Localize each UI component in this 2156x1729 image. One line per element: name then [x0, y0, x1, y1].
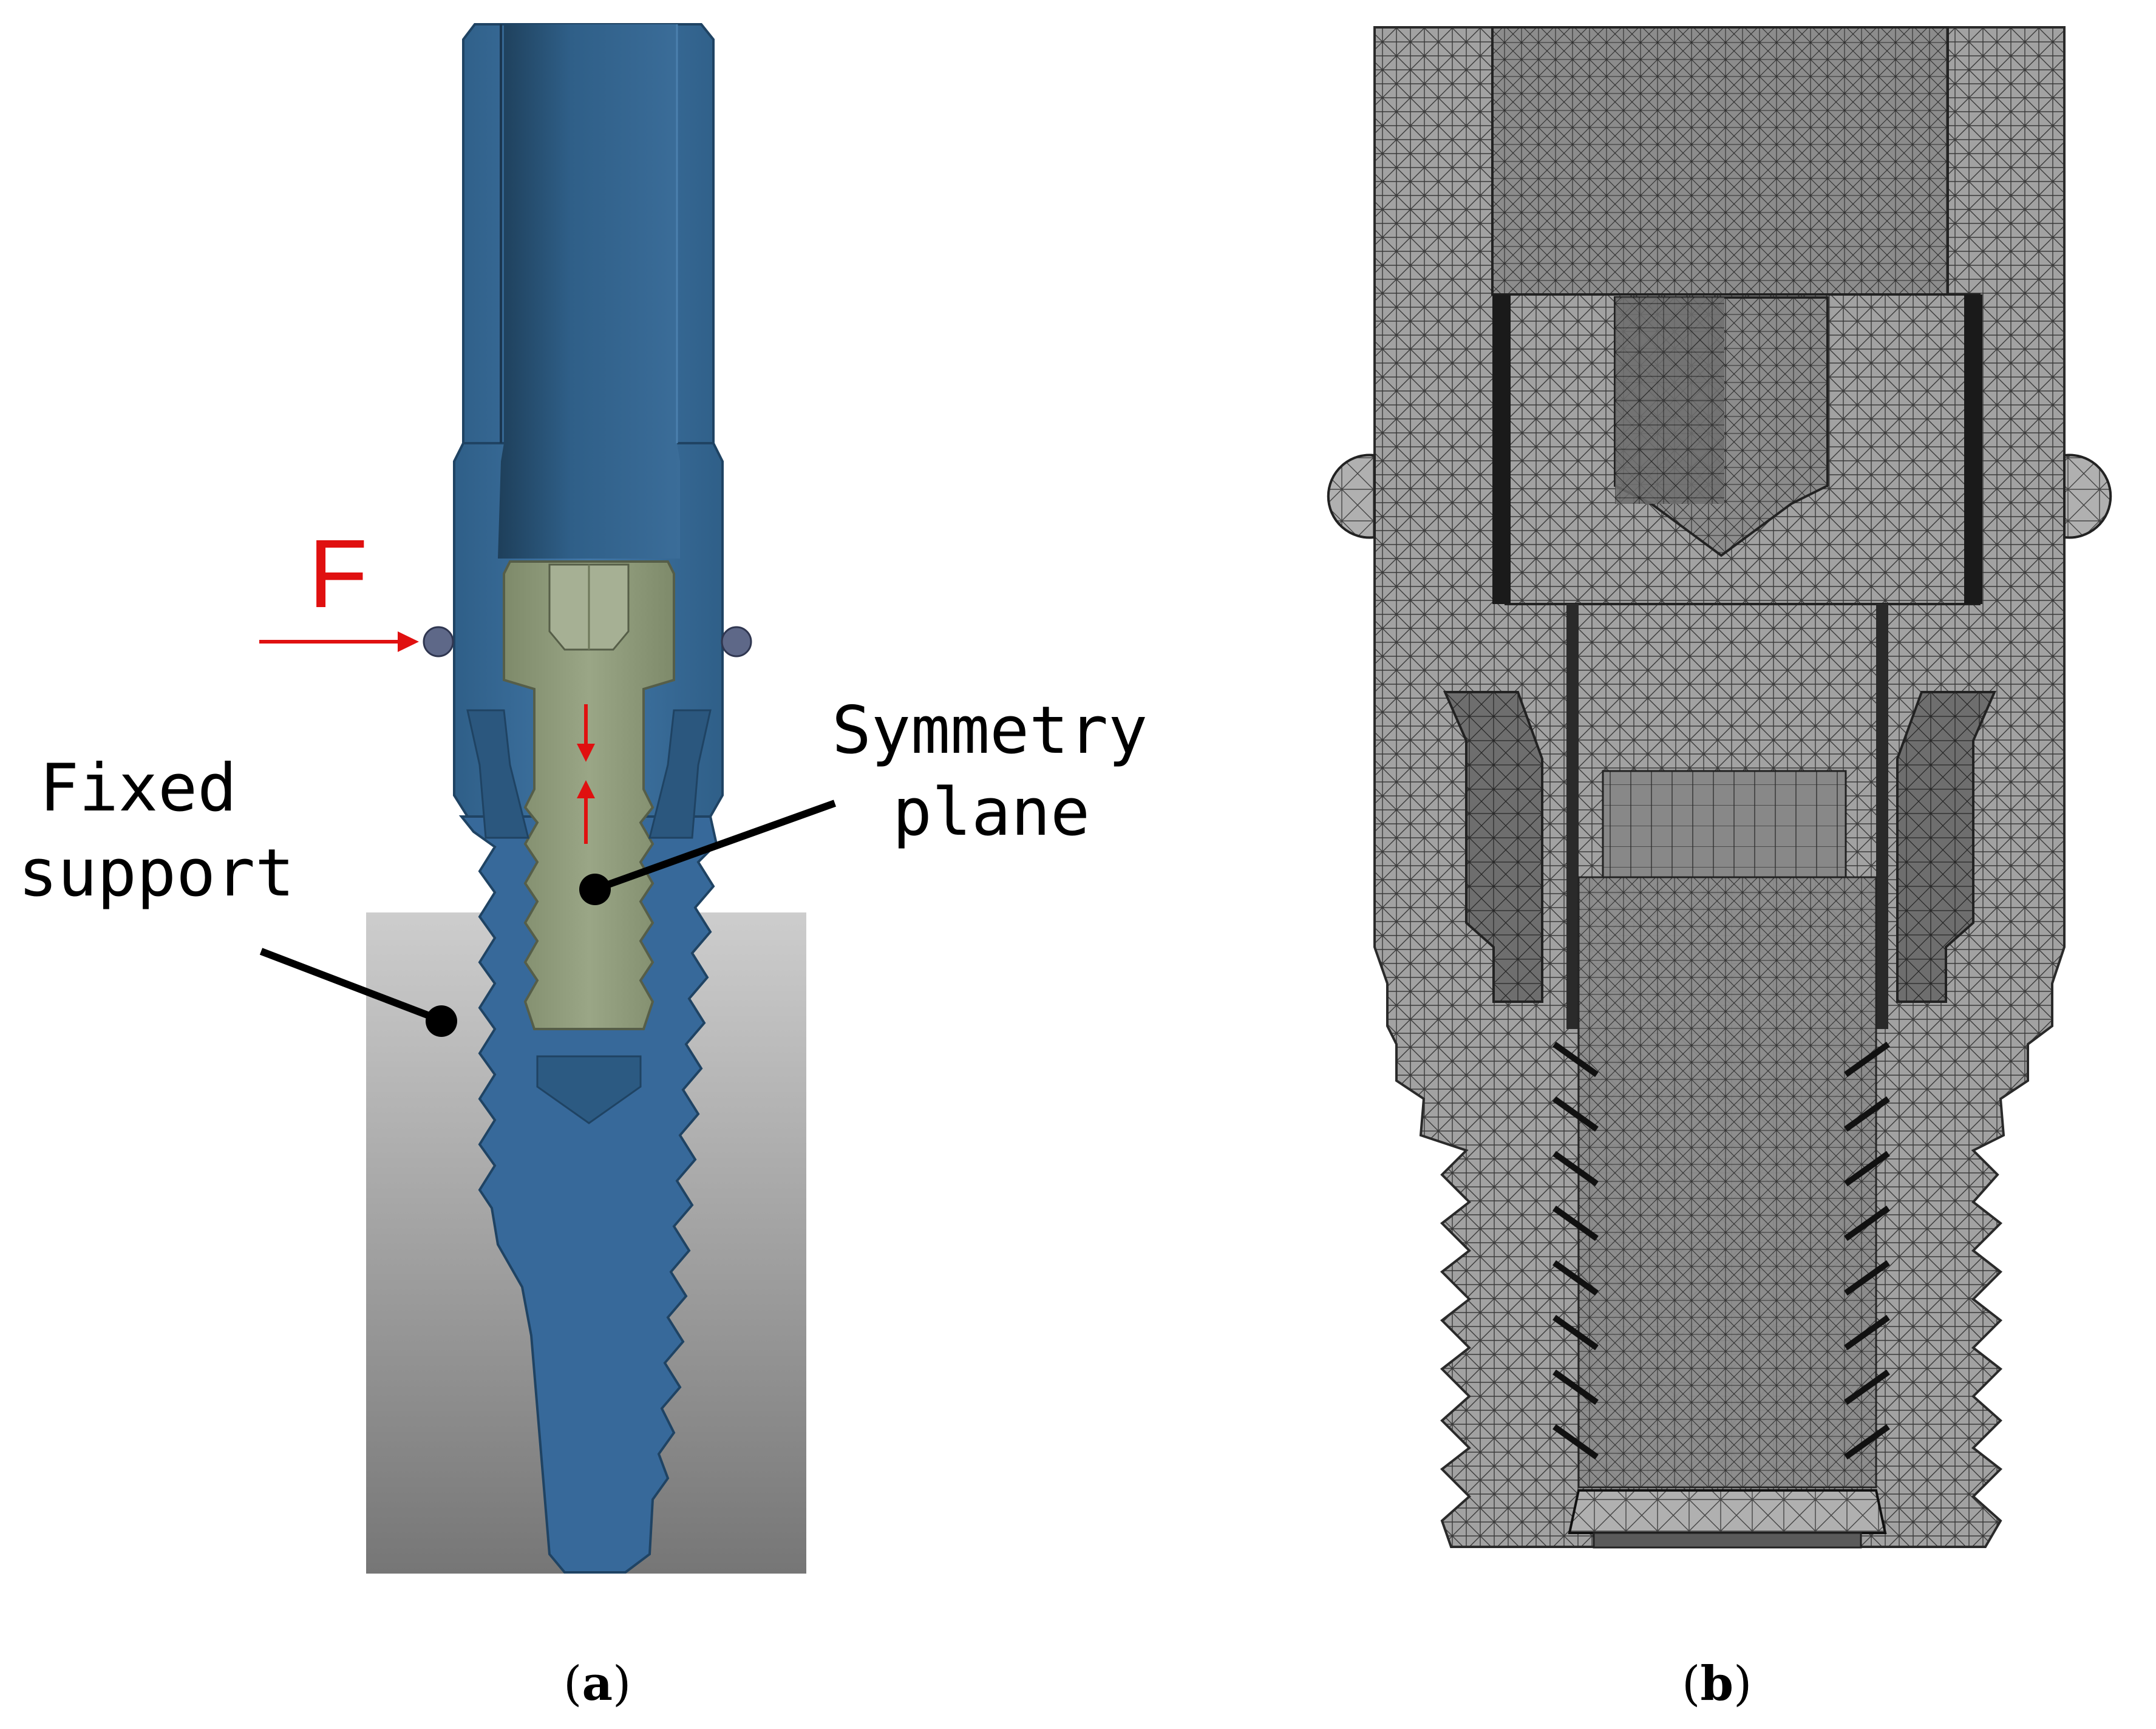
mesh-channel-right	[1876, 604, 1888, 1029]
force-label: F	[308, 519, 368, 628]
mesh-screw-shaft	[1577, 876, 1877, 1489]
mesh-bottom-chamfer	[1568, 1489, 1887, 1534]
panel-b-caption: (b)	[1682, 1656, 1752, 1711]
preload-arrow-up-head	[577, 780, 595, 798]
symmetry-plane-label-line2: plane	[893, 775, 1090, 851]
mesh-gap-right	[1964, 294, 1982, 604]
mesh-channel-left	[1566, 604, 1579, 1029]
symmetry-plane-leader	[596, 800, 837, 892]
load-sphere-left	[423, 626, 454, 657]
panel-b-mesh	[1327, 26, 2112, 1549]
preload-arrow-down-head	[577, 744, 595, 762]
abutment-inner-collar	[466, 709, 529, 839]
mesh-structured-region	[1602, 770, 1847, 878]
mesh-bottom-bore	[1593, 1532, 1862, 1549]
fixed-support-label-line2: support	[18, 835, 294, 911]
abutment-inner-collar-right	[648, 709, 712, 839]
symmetry-plane-dot	[579, 874, 611, 905]
panel-a-caption: (a)	[563, 1656, 631, 1711]
mesh-hex-socket-face	[1615, 297, 1724, 504]
mesh-sphere-left	[1327, 453, 1376, 539]
symmetry-plane-label-line1: Symmetry	[832, 693, 1148, 769]
mesh-thread-flanks	[1552, 1041, 1890, 1460]
force-arrow-head	[398, 631, 419, 652]
implant-cavity	[536, 1055, 642, 1124]
mesh-gap-left	[1492, 294, 1511, 604]
fixed-support-dot	[426, 1005, 457, 1037]
load-sphere-right	[721, 626, 752, 657]
fixed-support-label-line1: Fixed	[39, 750, 237, 826]
fixed-support-leader	[259, 948, 442, 1024]
mesh-collar-left	[1443, 691, 1543, 1003]
mesh-sphere-right	[2063, 453, 2112, 539]
mesh-upper-bore	[1491, 26, 1949, 296]
mesh-collar-right	[1896, 691, 1997, 1003]
abutment-bore	[498, 24, 680, 559]
panel-a-illustration: F Fixed support Symmetry plane	[18, 23, 1148, 1574]
